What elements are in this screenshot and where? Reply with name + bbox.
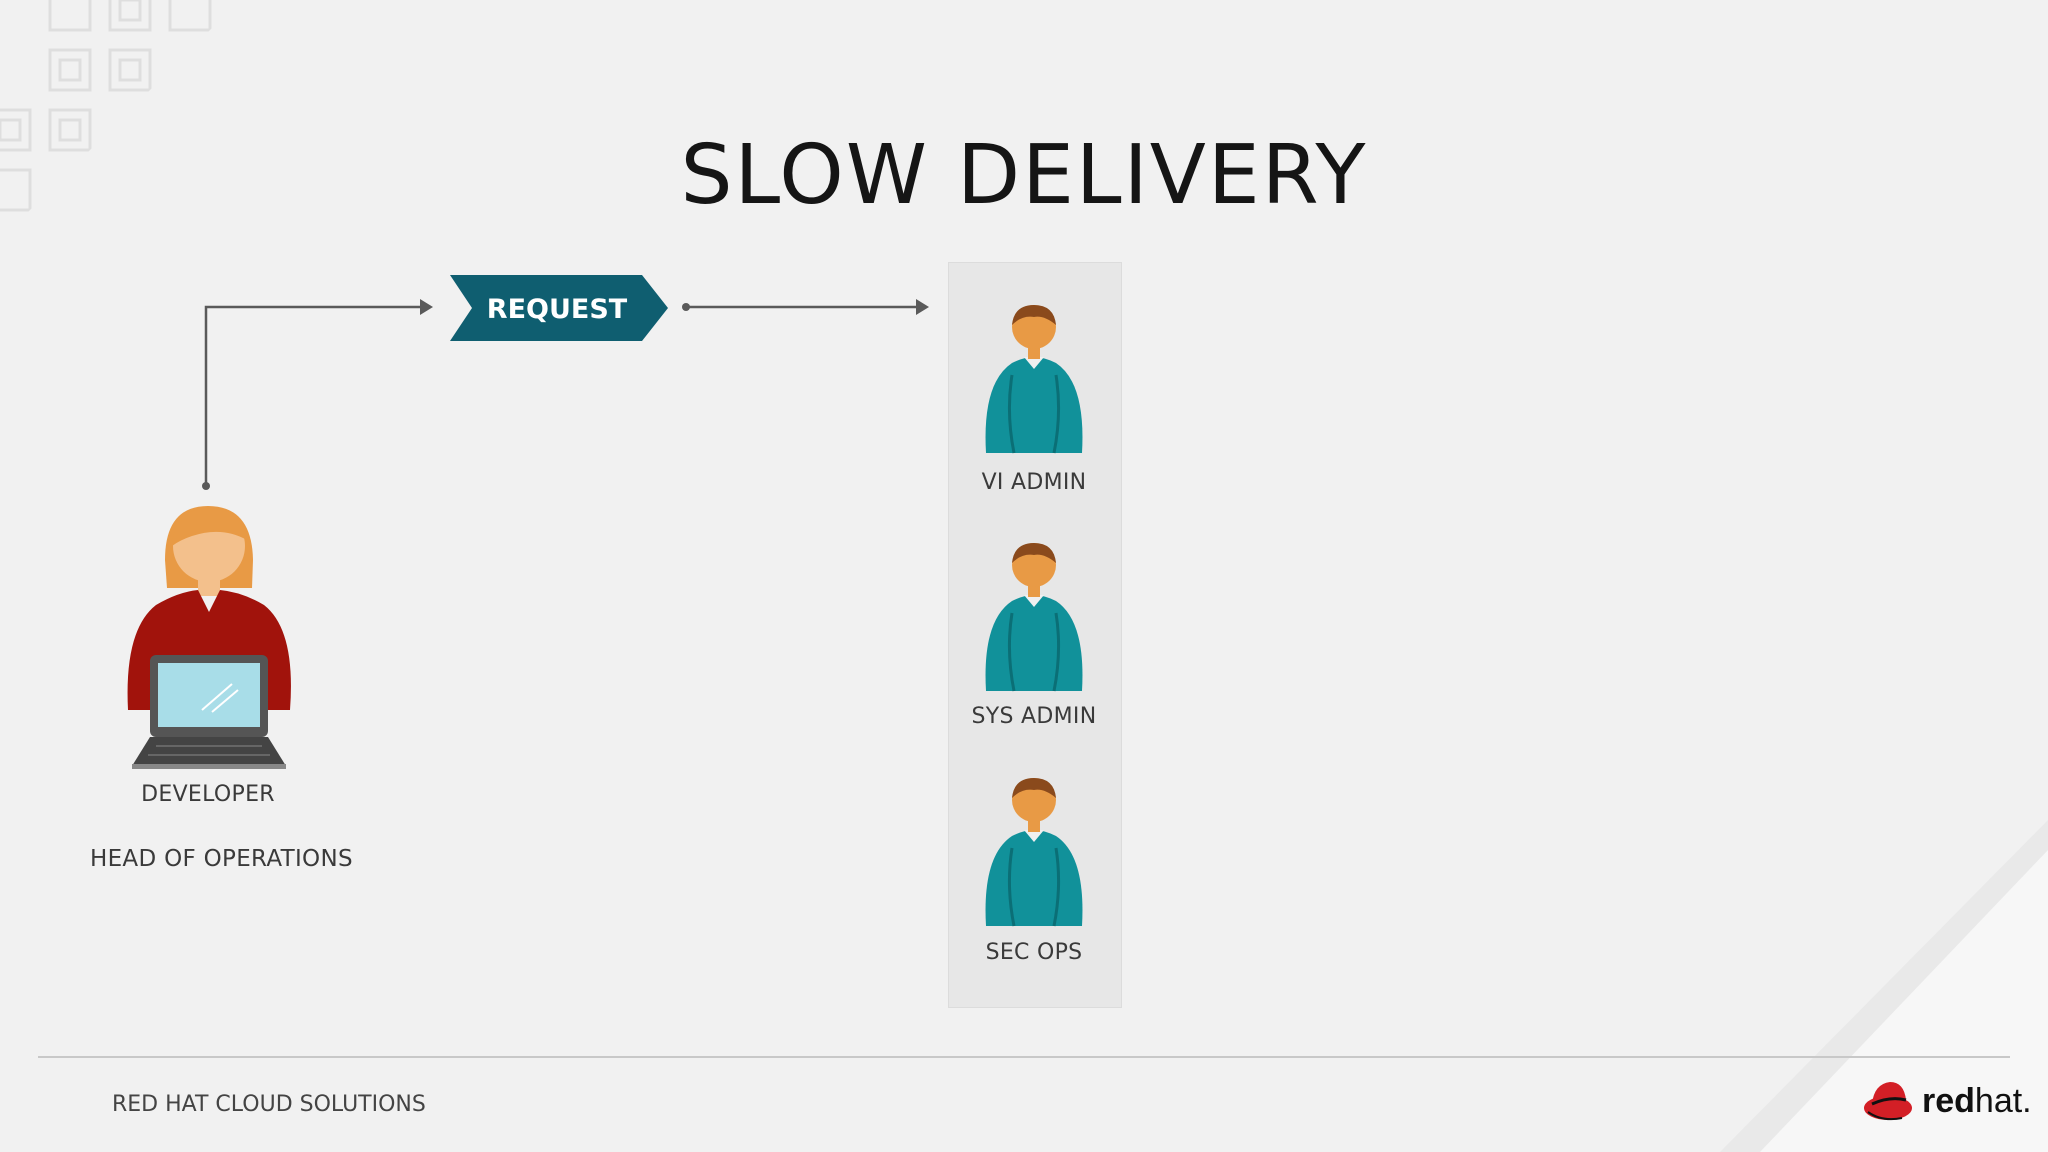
- developer-avatar: [127, 506, 291, 769]
- developer-label: DEVELOPER: [141, 782, 275, 807]
- vi-admin-label: VI ADMIN: [981, 470, 1087, 495]
- redhat-wordmark: redhat.: [1922, 1081, 2032, 1120]
- vi-admin-avatar: [985, 305, 1083, 454]
- sec-ops-label: SEC OPS: [985, 940, 1083, 965]
- corner-band: [1720, 820, 2048, 1152]
- request-label: REQUEST: [487, 294, 628, 325]
- developer-to-request-arrow: [204, 305, 420, 486]
- arrow-start-dot: [682, 303, 690, 311]
- head-of-operations-label: HEAD OF OPERATIONS: [90, 846, 353, 872]
- slide-title: SLOW DELIVERY: [680, 128, 1368, 223]
- arrow-head-icon: [916, 299, 929, 315]
- sec-ops-avatar: [985, 778, 1083, 927]
- redhat-logo: redhat.: [1862, 1078, 2032, 1124]
- footer-text: RED HAT CLOUD SOLUTIONS: [112, 1092, 426, 1117]
- footer-divider: [38, 1056, 2010, 1058]
- sys-admin-label: SYS ADMIN: [971, 704, 1097, 729]
- arrow-start-dot: [202, 482, 210, 490]
- arrow-head-icon: [420, 299, 433, 315]
- request-banner: REQUEST: [450, 275, 668, 341]
- redhat-shadowman-icon: [1864, 1082, 1912, 1121]
- sys-admin-avatar: [985, 543, 1083, 692]
- corner-pattern: [0, 0, 212, 212]
